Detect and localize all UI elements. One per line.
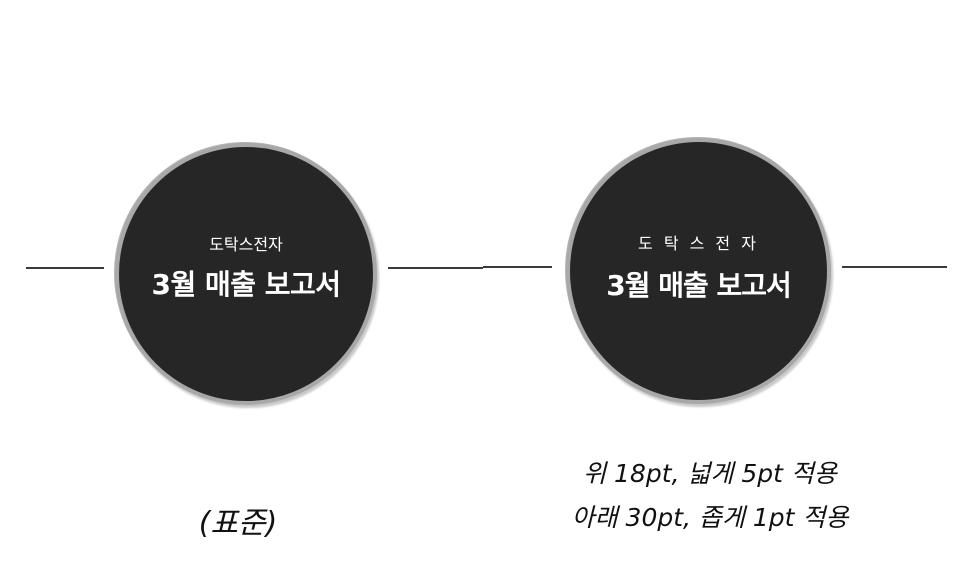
left-connector-line-left: [26, 267, 104, 269]
company-name: 도탁스전자: [209, 235, 283, 254]
adjusted-caption: 위 18pt, 넓게 5pt 적용 아래 30pt, 좁게 1pt 적용: [540, 452, 880, 540]
adjusted-title-circle: 도 탁 스 전 자 3월 매출 보고서: [566, 138, 831, 404]
adjusted-caption-line-2: 아래 30pt, 좁게 1pt 적용: [571, 503, 849, 532]
report-title: 3월 매출 보고서: [151, 268, 341, 301]
standard-caption: (표준): [198, 506, 278, 541]
adjusted-caption-line-1: 위 18pt, 넓게 5pt 적용: [583, 459, 837, 488]
left-connector-line-right: [388, 267, 483, 269]
right-connector-line-left: [483, 266, 552, 268]
right-connector-line-right: [842, 266, 947, 268]
report-title-tight: 3월 매출 보고서: [606, 269, 792, 302]
company-name-spaced: 도 탁 스 전 자: [638, 234, 759, 253]
standard-title-circle: 도탁스전자 3월 매출 보고서: [115, 143, 377, 405]
